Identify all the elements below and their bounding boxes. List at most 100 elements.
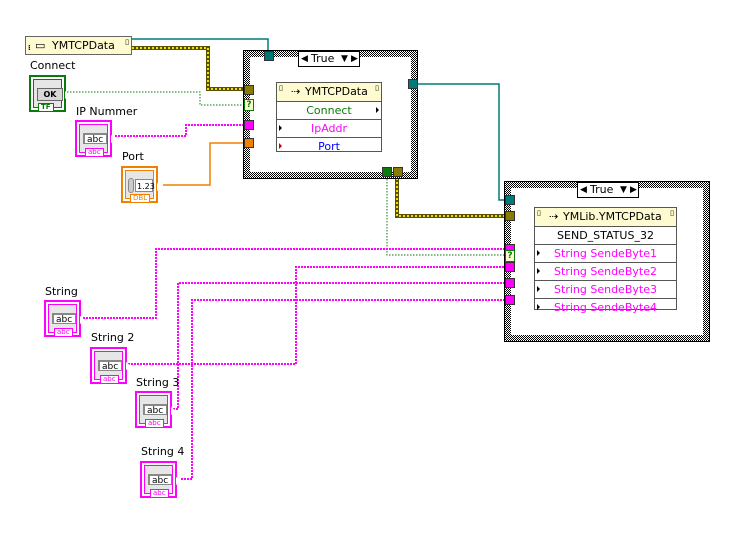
cluster-pin-icon: ⁞ xyxy=(28,44,31,52)
string1-label: String xyxy=(45,285,78,298)
ip-control[interactable]: abc abc xyxy=(75,120,116,157)
type-tag: abc xyxy=(85,148,104,157)
row-label: String SendeByte4 xyxy=(554,301,657,314)
output-terminal-icon xyxy=(156,182,162,192)
string-tunnel-2[interactable] xyxy=(505,262,515,272)
node-row-sendebyte3[interactable]: String SendeByte3 xyxy=(535,281,676,299)
row-label: Port xyxy=(318,140,340,153)
increment-arrow-icon[interactable]: ▶ xyxy=(351,54,358,64)
decrement-arrow-icon[interactable]: ◀ xyxy=(580,185,587,195)
numeric-wire-port[interactable] xyxy=(163,142,276,186)
cluster-constant-icon: ▭ xyxy=(35,39,46,52)
string2-label: String 2 xyxy=(91,331,135,344)
dropdown-arrow-icon[interactable]: ▼ xyxy=(620,185,627,195)
node-row-connect[interactable]: Connect xyxy=(277,102,381,120)
selector-terminal-icon[interactable]: ? xyxy=(505,250,515,262)
document-icon: ▯ xyxy=(279,84,283,92)
refnum-wire-1[interactable] xyxy=(132,38,269,55)
type-tag: abc xyxy=(54,328,73,337)
row-label: Connect xyxy=(306,104,352,117)
string-wire-4[interactable] xyxy=(181,299,534,480)
type-tag: TF xyxy=(38,103,54,112)
type-tag: abc xyxy=(150,489,169,498)
string-value: abc xyxy=(83,133,107,145)
string1-control[interactable]: abc abc xyxy=(44,300,85,337)
output-terminal-icon xyxy=(79,315,85,325)
string-value: abc xyxy=(148,474,172,486)
string-tunnel-3[interactable] xyxy=(505,278,515,288)
ok-button[interactable]: OK xyxy=(37,88,63,101)
selector-terminal-icon[interactable]: ? xyxy=(244,99,254,111)
input-pin-icon xyxy=(279,143,282,149)
ip-label: IP Nummer xyxy=(76,105,138,118)
refnum-tunnel-out[interactable] xyxy=(408,79,418,89)
case-selector-2[interactable]: ◀ True ▼ ▶ xyxy=(577,182,639,198)
increment-arrow-icon[interactable]: ▶ xyxy=(630,185,637,195)
string-value: abc xyxy=(143,404,167,416)
document-icon: ▯ xyxy=(375,84,379,92)
string2-control[interactable]: abc abc xyxy=(90,347,131,384)
node-title: YMTCPData xyxy=(305,85,368,98)
input-pin-icon xyxy=(279,125,282,131)
refnum-tunnel[interactable] xyxy=(264,51,274,61)
row-label: String SendeByte1 xyxy=(554,247,657,260)
increment-decrement-icon[interactable] xyxy=(128,178,134,193)
refnum-tunnel[interactable] xyxy=(505,195,515,205)
string-wire-1[interactable] xyxy=(83,248,534,319)
string-tunnel-4[interactable] xyxy=(505,295,515,305)
row-label: IpAddr xyxy=(310,122,348,135)
string4-control[interactable]: abc abc xyxy=(140,461,181,498)
cluster-constant-label: YMTCPData xyxy=(52,39,115,52)
output-terminal-icon xyxy=(110,134,116,144)
row-label: String SendeByte3 xyxy=(554,283,657,296)
arrow-icon: ⇢ xyxy=(549,210,559,223)
node-title: YMLib.YMTCPData xyxy=(563,210,662,223)
node-row-sendebyte1[interactable]: String SendeByte1 xyxy=(535,245,676,263)
node-header: ▯ ⇢ YMTCPData ▯ xyxy=(277,83,381,102)
case-selector-1[interactable]: ◀ True ▼ ▶ xyxy=(298,51,360,67)
case-selector-value: True xyxy=(590,183,614,196)
bundle-by-name-node-2[interactable]: ▯ ⇢ YMLib.YMTCPData ▯ SEND_STATUS_32 Str… xyxy=(534,207,677,314)
string-value: abc xyxy=(98,360,122,372)
boolean-wire-selector[interactable] xyxy=(386,176,508,256)
string4-label: String 4 xyxy=(141,445,185,458)
boolean-wire-connect[interactable] xyxy=(64,91,247,106)
cluster-tunnel-out[interactable] xyxy=(393,167,403,177)
document-icon: ▯ xyxy=(670,209,674,217)
cluster-tunnel-in[interactable] xyxy=(505,211,515,221)
input-pin-icon xyxy=(537,250,540,256)
input-pin-icon xyxy=(537,268,540,274)
node-header: ▯ ⇢ YMLib.YMTCPData ▯ xyxy=(535,208,676,227)
string-wire-2[interactable] xyxy=(128,266,534,365)
cluster-constant-ymtcpdata[interactable]: ⁞ ▭ YMTCPData ▯ xyxy=(25,36,132,55)
input-pin-icon xyxy=(537,304,540,310)
numeric-value: 1.23 xyxy=(135,179,155,192)
row-label: SEND_STATUS_32 xyxy=(557,229,654,242)
input-pin-icon xyxy=(537,286,540,292)
port-control[interactable]: 1.23 DBL xyxy=(121,166,162,203)
decrement-arrow-icon[interactable]: ◀ xyxy=(301,54,308,64)
output-pin-icon xyxy=(376,107,379,113)
string-tunnel-ip[interactable] xyxy=(244,120,254,130)
row-label: String SendeByte2 xyxy=(554,265,657,278)
connect-control[interactable]: OK TF xyxy=(29,75,70,112)
node-row-sendebyte4[interactable]: String SendeByte4 xyxy=(535,299,676,316)
case-selector-value: True xyxy=(311,52,335,65)
refnum-wire-3[interactable] xyxy=(413,83,510,201)
string3-control[interactable]: abc abc xyxy=(135,391,176,428)
node-row-sendebyte2[interactable]: String SendeByte2 xyxy=(535,263,676,281)
cluster-tunnel-in[interactable] xyxy=(244,85,254,95)
numeric-tunnel-port[interactable] xyxy=(244,138,254,148)
type-tag: abc xyxy=(100,375,119,384)
output-terminal-icon xyxy=(64,90,70,100)
document-icon: ▯ xyxy=(537,209,541,217)
node-row-send-status[interactable]: SEND_STATUS_32 xyxy=(535,227,676,245)
node-row-ipaddr[interactable]: IpAddr xyxy=(277,120,381,138)
dropdown-arrow-icon[interactable]: ▼ xyxy=(341,54,348,64)
string-wire-ip[interactable] xyxy=(115,124,276,137)
node-row-port[interactable]: Port xyxy=(277,138,381,155)
output-terminal-icon xyxy=(175,476,181,486)
bundle-by-name-node-1[interactable]: ▯ ⇢ YMTCPData ▯ Connect IpAddr Port xyxy=(276,82,382,155)
string-wire-3[interactable] xyxy=(173,282,534,410)
boolean-tunnel-out[interactable] xyxy=(382,167,392,177)
